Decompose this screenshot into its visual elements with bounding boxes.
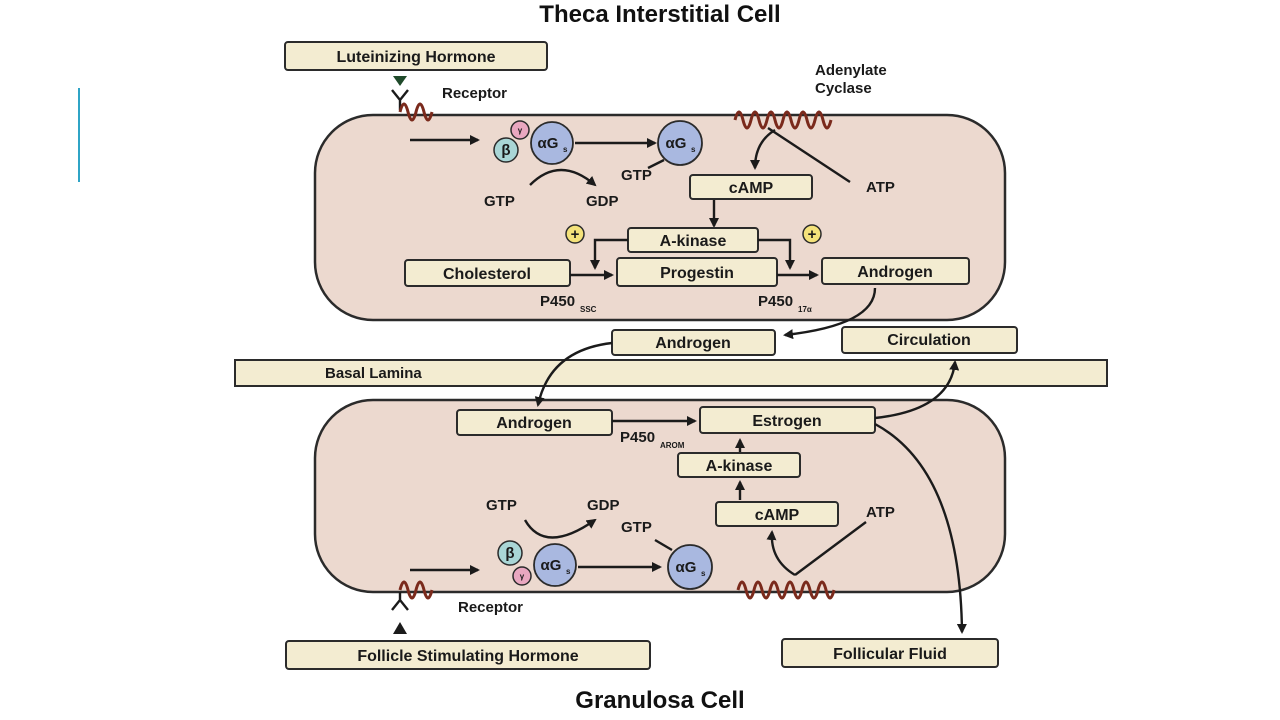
gdp-label-top: GDP xyxy=(586,193,619,210)
cholesterol-box xyxy=(404,259,571,287)
gtp-label-top-left: GTP xyxy=(484,193,515,210)
slide-accent-bar xyxy=(78,88,80,182)
beta-subunit-icon xyxy=(493,137,519,163)
alpha-gs-bottom-sub: s xyxy=(566,567,571,576)
androgen-exit-arrow xyxy=(783,287,877,340)
estrogen-to-circulation-arrow xyxy=(874,360,960,420)
alpha-gs-active-bottom-sub: s xyxy=(701,569,706,578)
alpha-gs-active-label: αG xyxy=(666,135,687,152)
receptor-label-bottom: Receptor xyxy=(458,599,523,616)
adenylate-cyclase-top-icon xyxy=(733,110,833,130)
fsh-box xyxy=(285,640,651,670)
progestin-box xyxy=(616,257,778,287)
gamma-label-bottom: γ xyxy=(520,572,525,581)
camp-label-bottom: cAMP xyxy=(755,507,800,524)
receptor-label-top: Receptor xyxy=(442,85,507,102)
granulosa-cell-body xyxy=(313,398,1007,594)
estrogen-to-follicular-fluid-arrow xyxy=(874,422,967,634)
p450-arom-sub: AROM xyxy=(660,441,685,450)
fsh-receptor-coil-icon xyxy=(398,580,434,600)
cyclase-to-camp-arrow-bottom xyxy=(766,530,796,577)
luteinizing-hormone-box xyxy=(284,41,548,71)
gtp-label-bottom-right: GTP xyxy=(621,519,652,536)
beta-label: β xyxy=(501,142,510,159)
estrogen-label: Estrogen xyxy=(752,413,821,430)
p450-scc-sub: SSC xyxy=(580,305,597,314)
androgen-label-middle: Androgen xyxy=(655,335,731,352)
atp-line-bottom xyxy=(794,521,867,576)
gamma-subunit-bottom-icon xyxy=(512,566,532,586)
gtp-label-top-right: GTP xyxy=(621,167,652,184)
alpha-gs-active-bottom-icon xyxy=(667,544,713,590)
gtp-link-line-top xyxy=(647,158,665,170)
gdp-label-bottom: GDP xyxy=(587,497,620,514)
circulation-label: Circulation xyxy=(887,332,971,349)
fsh-ligand-icon xyxy=(393,622,407,634)
basal-lamina-bar xyxy=(234,359,1108,387)
alpha-gs-icon xyxy=(530,121,574,165)
adenylate-cyclase-bottom-icon xyxy=(736,580,836,600)
beta-label-bottom: β xyxy=(505,545,514,562)
fsh-label: Follicle Stimulating Hormone xyxy=(357,648,578,665)
luteinizing-hormone-label: Luteinizing Hormone xyxy=(336,49,495,66)
lh-ligand-icon xyxy=(393,76,407,86)
plus-label-right: + xyxy=(808,226,817,243)
p450-scc-label: P450 xyxy=(540,293,575,310)
alpha-gs-bottom-icon xyxy=(533,543,577,587)
gamma-label: γ xyxy=(518,126,523,135)
androgen-box-granulosa xyxy=(456,409,613,436)
p450-arom-label: P450 xyxy=(620,429,655,446)
androgen-box-theca xyxy=(821,257,970,285)
akinase-to-p45017a-arrow xyxy=(758,238,795,270)
cyclase-to-camp-arrow-top xyxy=(750,128,776,170)
akinase-label-top: A-kinase xyxy=(660,233,727,250)
estrogen-box xyxy=(699,406,876,434)
gtp-link-line-bottom xyxy=(654,538,673,552)
atp-label-top: ATP xyxy=(866,179,895,196)
alpha-gs-label: αG xyxy=(538,135,559,152)
circulation-box xyxy=(841,326,1018,354)
p450-17a-label: P450 xyxy=(758,293,793,310)
gtp-gdp-exchange-arrow xyxy=(529,168,597,187)
alpha-gs-active-icon xyxy=(657,120,703,166)
beta-subunit-bottom-icon xyxy=(497,540,523,566)
androgen-to-granulosa-arrow xyxy=(534,341,613,407)
theca-cell-title: Theca Interstitial Cell xyxy=(539,1,780,28)
akinase-box-bottom xyxy=(677,452,801,478)
akinase-label-bottom: A-kinase xyxy=(706,458,773,475)
androgen-label-granulosa: Androgen xyxy=(496,415,572,432)
cholesterol-label: Cholesterol xyxy=(443,266,531,283)
camp-label-top: cAMP xyxy=(729,180,774,197)
gtp-label-bottom-left: GTP xyxy=(486,497,517,514)
plus-icon-left xyxy=(565,224,585,244)
basal-lamina-label: Basal Lamina xyxy=(325,365,422,382)
androgen-label-theca: Androgen xyxy=(857,264,933,281)
camp-box-top xyxy=(689,174,813,200)
plus-icon-right xyxy=(802,224,822,244)
lh-receptor-coil-icon xyxy=(398,102,434,122)
granulosa-cell-title: Granulosa Cell xyxy=(575,687,744,714)
atp-line-top xyxy=(767,126,851,184)
gamma-subunit-icon xyxy=(510,120,530,140)
plus-label-left: + xyxy=(571,226,580,243)
progestin-label: Progestin xyxy=(660,265,734,282)
androgen-box-middle xyxy=(611,329,776,356)
follicular-fluid-box xyxy=(781,638,999,668)
p450-17a-sub: 17α xyxy=(798,305,812,314)
alpha-gs-sub: s xyxy=(563,145,568,154)
adenylate-label-line2: Cyclase xyxy=(815,80,872,97)
camp-box-bottom xyxy=(715,501,839,527)
follicular-fluid-label: Follicular Fluid xyxy=(833,646,947,663)
fsh-receptor-head-icon xyxy=(391,592,409,611)
adenylate-label-line1: Adenylate xyxy=(815,62,887,79)
gtp-gdp-exchange-arrow-bottom xyxy=(523,518,597,539)
atp-label-bottom: ATP xyxy=(866,504,895,521)
alpha-gs-active-sub: s xyxy=(691,145,696,154)
akinase-to-p450scc-arrow xyxy=(590,238,628,270)
alpha-gs-bottom-label: αG xyxy=(541,557,562,574)
alpha-gs-active-bottom-label: αG xyxy=(676,559,697,576)
